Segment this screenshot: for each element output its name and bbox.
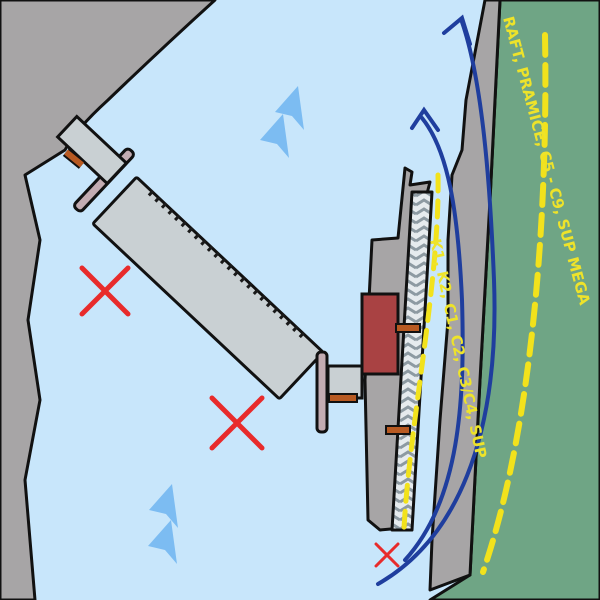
ladder-connector <box>395 323 421 333</box>
flow-arrow-upper <box>260 86 304 158</box>
double-chevron-up-icon <box>148 520 177 564</box>
right-rock-wall <box>428 0 502 592</box>
double-chevron-up-icon <box>260 114 289 158</box>
beam-end-cap <box>315 350 329 434</box>
flow-arrow-lower <box>148 484 178 564</box>
curved-arrow-icon <box>376 14 497 586</box>
ladder-connector <box>385 425 411 435</box>
double-chevron-up-icon <box>275 86 304 130</box>
red-control-block <box>360 292 400 376</box>
x-mark-icon <box>209 395 265 451</box>
left-rock-bank <box>0 0 217 600</box>
x-mark-icon <box>374 542 400 568</box>
beam-hatching <box>147 190 310 343</box>
inner-route-dashed <box>401 172 441 531</box>
x-mark-icon <box>79 265 131 317</box>
left-pipe <box>64 149 84 168</box>
fish-ladder <box>390 190 434 532</box>
walkway-beam <box>92 176 324 400</box>
double-chevron-up-icon <box>149 484 178 528</box>
curved-arrow-icon <box>403 106 465 562</box>
outer-route-dashed <box>480 32 549 575</box>
